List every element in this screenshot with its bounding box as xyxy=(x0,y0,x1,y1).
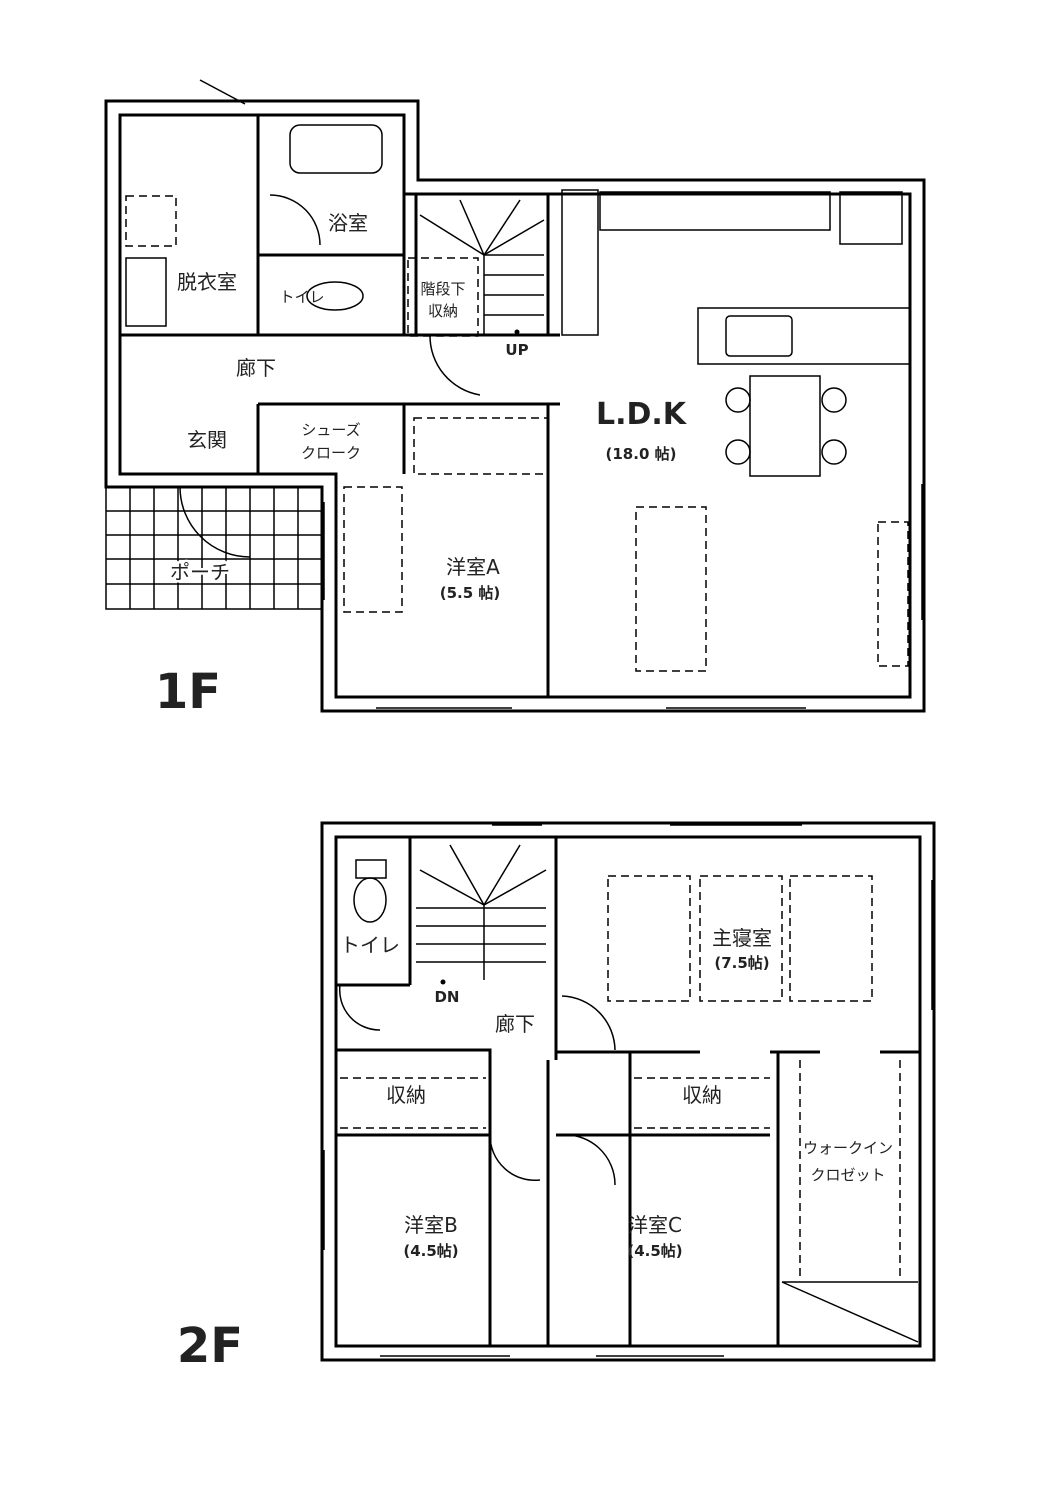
sofa-icon xyxy=(635,506,707,672)
label-master-bedroom: 主寝室 xyxy=(712,926,772,950)
tv-board-icon xyxy=(877,521,909,667)
washbasin-icon xyxy=(125,257,167,327)
bed-icon xyxy=(699,875,783,1002)
label-stair-up: UP xyxy=(505,341,528,359)
label-room-b: 洋室B xyxy=(404,1213,458,1237)
stairs-1f xyxy=(419,199,545,335)
floor-label-2f: 2F xyxy=(177,1318,243,1374)
label-storage-c: 収納 xyxy=(682,1083,722,1107)
door-swing-icon xyxy=(269,194,321,246)
label-toilet-1f: トイレ xyxy=(279,288,324,306)
label-under-stair-1: 階段下 xyxy=(420,280,465,298)
label-ldk: L.D.K xyxy=(596,397,688,432)
floor-1-plan xyxy=(104,79,926,713)
kitchen-cabinet xyxy=(599,191,831,231)
bed-icon xyxy=(607,875,691,1002)
bed-icon xyxy=(343,486,403,613)
label-room-c-size: (4.5帖) xyxy=(627,1242,682,1260)
dining-table-icon xyxy=(749,375,821,477)
bathtub-icon xyxy=(289,124,383,174)
label-bath: 浴室 xyxy=(328,211,368,235)
label-shoe-cloak-1: シューズ xyxy=(301,421,360,439)
stairs-2f xyxy=(416,844,547,985)
label-master-size: (7.5帖) xyxy=(714,954,769,972)
label-entrance: 玄関 xyxy=(187,428,227,452)
sink-icon xyxy=(725,315,793,357)
label-room-a-size: (5.5 帖) xyxy=(440,584,501,602)
exterior-wall-1f xyxy=(104,99,926,713)
kitchen-counter xyxy=(697,307,911,365)
label-room-b-size: (4.5帖) xyxy=(403,1242,458,1260)
label-under-stair-2: 収納 xyxy=(428,302,458,320)
label-ldk-size: (18.0 帖) xyxy=(606,445,677,463)
label-storage-b: 収納 xyxy=(386,1083,426,1107)
label-walk-in-2: クロゼット xyxy=(810,1166,885,1184)
label-hall-1f: 廊下 xyxy=(236,356,276,380)
fridge-icon xyxy=(839,191,903,245)
washer-icon xyxy=(125,195,177,247)
label-stair-down: DN xyxy=(434,988,459,1006)
label-room-a: 洋室A xyxy=(446,555,500,579)
label-room-c: 洋室C xyxy=(628,1213,682,1237)
label-dressing: 脱衣室 xyxy=(177,270,237,294)
toilet-icon xyxy=(306,281,364,311)
toilet-icon xyxy=(353,877,387,923)
floor-label-1f: 1F xyxy=(155,664,221,720)
label-porch: ポーチ xyxy=(170,560,230,584)
label-walk-in-1: ウォークイン xyxy=(803,1139,893,1157)
bed-icon xyxy=(789,875,873,1002)
label-hall-2f: 廊下 xyxy=(495,1012,535,1036)
label-shoe-cloak-2: クローク xyxy=(301,444,361,462)
exterior-wall-2f xyxy=(320,821,936,1362)
label-toilet-2f: トイレ xyxy=(340,933,400,957)
floor-2-plan xyxy=(320,821,936,1362)
